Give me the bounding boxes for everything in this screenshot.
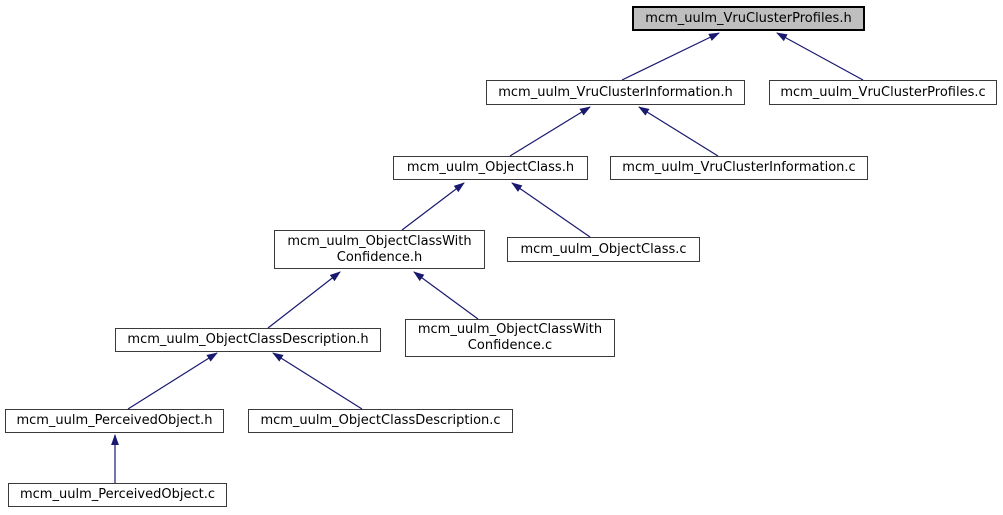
node-label: mcm_uulm_VruClusterInformation.c <box>622 160 856 175</box>
node-label: mcm_uulm_ObjectClassDescription.h <box>127 332 369 347</box>
node-mcm-uulm-objectclasswithconfidence-c[interactable]: mcm_uulm_ObjectClassWith Confidence.c <box>405 319 615 357</box>
node-mcm-uulm-objectclass-h[interactable]: mcm_uulm_ObjectClass.h <box>393 156 588 180</box>
edge-arrow-objectclasswithconfidence-c-to-objectclasswithconfidence-h <box>413 271 479 320</box>
node-mcm-uulm-perceivedobject-c[interactable]: mcm_uulm_PerceivedObject.c <box>8 483 227 507</box>
node-mcm-uulm-objectclassdescription-h[interactable]: mcm_uulm_ObjectClassDescription.h <box>115 328 381 352</box>
node-label: mcm_uulm_ObjectClassWith Confidence.c <box>417 322 603 353</box>
edge-arrow-objectclass-h-to-vruclusterinformation-h <box>509 106 591 157</box>
node-label: mcm_uulm_ObjectClassDescription.c <box>260 413 501 428</box>
node-label: mcm_uulm_PerceivedObject.h <box>16 413 213 428</box>
edge-arrow-objectclass-c-to-objectclass-h <box>511 182 591 238</box>
edge-arrow-objectclassdescription-h-to-objectclasswithconfidence-h <box>267 271 341 329</box>
node-label: mcm_uulm_VruClusterProfiles.h <box>645 10 852 26</box>
node-mcm-uulm-vruclusterinformation-h[interactable]: mcm_uulm_VruClusterInformation.h <box>486 80 745 105</box>
node-mcm-uulm-vruclusterprofiles-c[interactable]: mcm_uulm_VruClusterProfiles.c <box>769 80 997 105</box>
edge-arrow-vruclusterinformation-c-to-vruclusterinformation-h <box>638 106 719 157</box>
node-label: mcm_uulm_VruClusterInformation.h <box>498 84 733 100</box>
node-mcm-uulm-objectclassdescription-c[interactable]: mcm_uulm_ObjectClassDescription.c <box>248 409 513 433</box>
edge-arrow-objectclasswithconfidence-h-to-objectclass-h <box>401 182 465 231</box>
node-mcm-uulm-vruclusterprofiles-h[interactable]: mcm_uulm_VruClusterProfiles.h <box>632 6 865 31</box>
edge-arrow-vruclusterprofiles-c-to-vruclusterprofiles-h <box>776 32 864 81</box>
node-label: mcm_uulm_ObjectClassWith Confidence.h <box>287 233 472 265</box>
node-mcm-uulm-perceivedobject-h[interactable]: mcm_uulm_PerceivedObject.h <box>5 409 224 433</box>
edge-arrow-perceivedobject-h-to-objectclassdescription-h <box>127 352 218 410</box>
node-label: mcm_uulm_ObjectClass.c <box>520 241 687 257</box>
node-mcm-uulm-objectclasswithconfidence-h[interactable]: mcm_uulm_ObjectClassWith Confidence.h <box>274 230 485 269</box>
node-mcm-uulm-objectclass-c[interactable]: mcm_uulm_ObjectClass.c <box>507 237 700 262</box>
node-label: mcm_uulm_VruClusterProfiles.c <box>780 84 986 100</box>
node-label: mcm_uulm_PerceivedObject.c <box>20 487 215 502</box>
edge-arrow-objectclassdescription-c-to-objectclassdescription-h <box>272 352 363 410</box>
node-label: mcm_uulm_ObjectClass.h <box>406 160 575 175</box>
node-mcm-uulm-vruclusterinformation-c[interactable]: mcm_uulm_VruClusterInformation.c <box>610 156 868 180</box>
edge-arrow-vruclusterinformation-h-to-vruclusterprofiles-h <box>621 32 720 81</box>
